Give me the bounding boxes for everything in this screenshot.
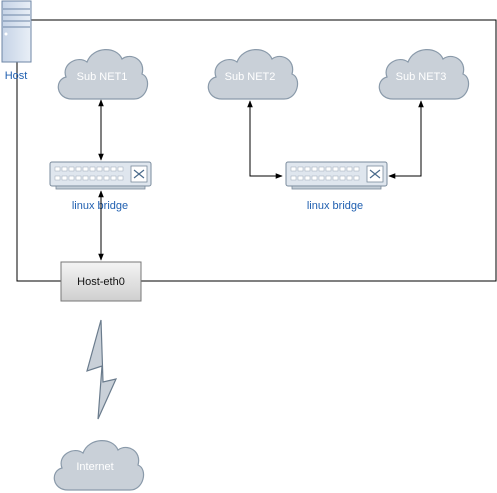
bridge1-label: linux bridge [72, 200, 128, 212]
host-eth0-box: Host-eth0 [60, 261, 142, 302]
internet-cloud: Internet [53, 440, 145, 491]
host-label: Host [5, 70, 28, 82]
subnet2-label: Sub NET2 [225, 71, 276, 83]
host-boundary [16, 19, 497, 282]
subnet3-label: Sub NET3 [396, 71, 447, 83]
switch-icon-bridge2 [285, 161, 388, 190]
bridge2-label: linux bridge [307, 200, 363, 212]
lightning-bolt-icon [86, 319, 118, 420]
subnet1-label: Sub NET1 [77, 71, 128, 83]
internet-label: Internet [76, 461, 113, 473]
host-eth0-label: Host-eth0 [77, 276, 125, 288]
server-icon [1, 0, 32, 63]
subnet1-cloud: Sub NET1 [57, 49, 149, 100]
connector-subnet3-bridge2 [388, 100, 424, 179]
subnet3-cloud: Sub NET3 [378, 49, 470, 100]
subnet2-cloud: Sub NET2 [207, 49, 299, 100]
switch-icon-bridge1 [49, 161, 152, 190]
connector-subnet2-bridge2 [247, 100, 283, 179]
